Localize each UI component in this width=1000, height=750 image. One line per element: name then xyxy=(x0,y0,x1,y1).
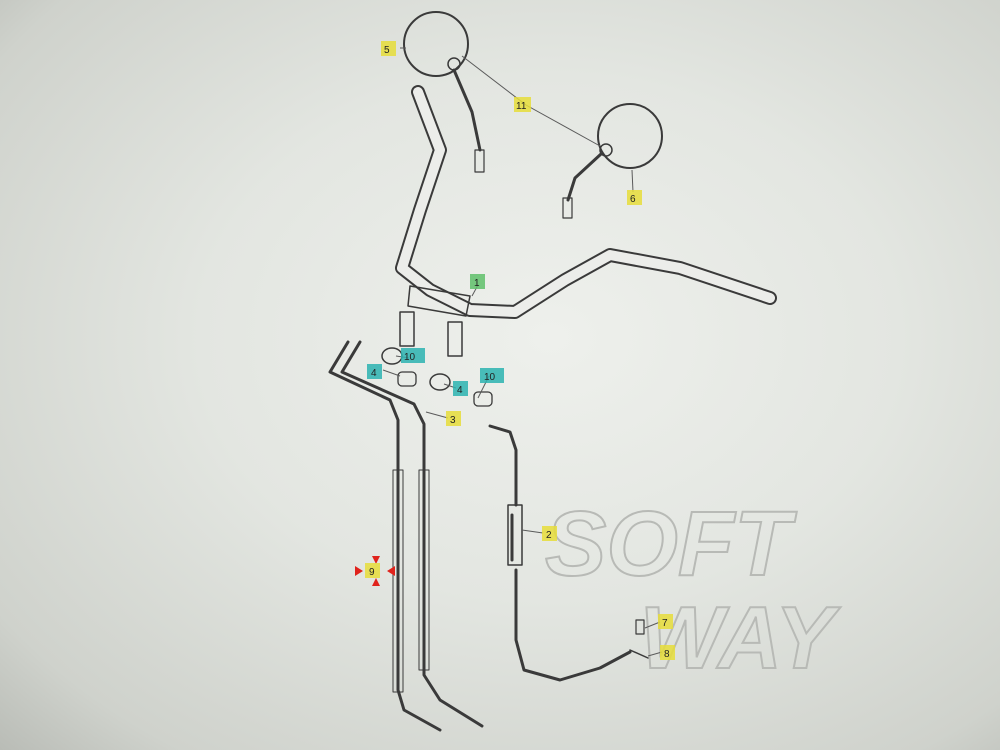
svg-text:5: 5 xyxy=(384,45,390,56)
softway-watermark: SOFT WAY xyxy=(544,492,842,688)
svg-text:2: 2 xyxy=(546,530,552,541)
mirror-left xyxy=(403,11,485,173)
callout-1: 1 xyxy=(470,274,485,289)
svg-text:4: 4 xyxy=(457,385,463,396)
svg-text:7: 7 xyxy=(662,618,668,629)
svg-text:11: 11 xyxy=(516,101,527,112)
svg-text:6: 6 xyxy=(630,194,636,205)
throttle-cables xyxy=(328,340,484,732)
svg-text:1: 1 xyxy=(474,278,480,289)
callout-2: 2 xyxy=(542,526,557,541)
red-target-marker xyxy=(355,556,395,586)
callout-10-left: 10 xyxy=(401,348,425,363)
callout-4-left: 4 xyxy=(367,364,382,379)
callout-9: 9 xyxy=(365,563,380,578)
svg-text:10: 10 xyxy=(484,372,496,383)
callout-5: 5 xyxy=(381,41,396,56)
callout-11: 11 xyxy=(514,97,531,112)
svg-text:8: 8 xyxy=(664,649,670,660)
svg-text:9: 9 xyxy=(369,567,375,578)
bushings xyxy=(381,347,493,407)
callout-6: 6 xyxy=(627,190,642,205)
callout-3: 3 xyxy=(446,411,461,426)
watermark-line2: WAY xyxy=(640,588,841,687)
clutch-cable xyxy=(488,424,649,682)
svg-text:4: 4 xyxy=(371,368,377,379)
handlebar xyxy=(395,85,777,357)
mirror-right xyxy=(562,103,663,219)
svg-text:10: 10 xyxy=(404,352,416,363)
callout-labels: 5 11 6 1 10 4 4 10 3 2 9 7 8 xyxy=(365,41,675,660)
callout-7: 7 xyxy=(658,614,673,629)
svg-text:3: 3 xyxy=(450,415,456,426)
callout-4-right: 4 xyxy=(453,381,468,396)
callout-10-right: 10 xyxy=(480,368,504,383)
watermark-line1: SOFT xyxy=(545,493,797,595)
callout-8: 8 xyxy=(660,645,675,660)
